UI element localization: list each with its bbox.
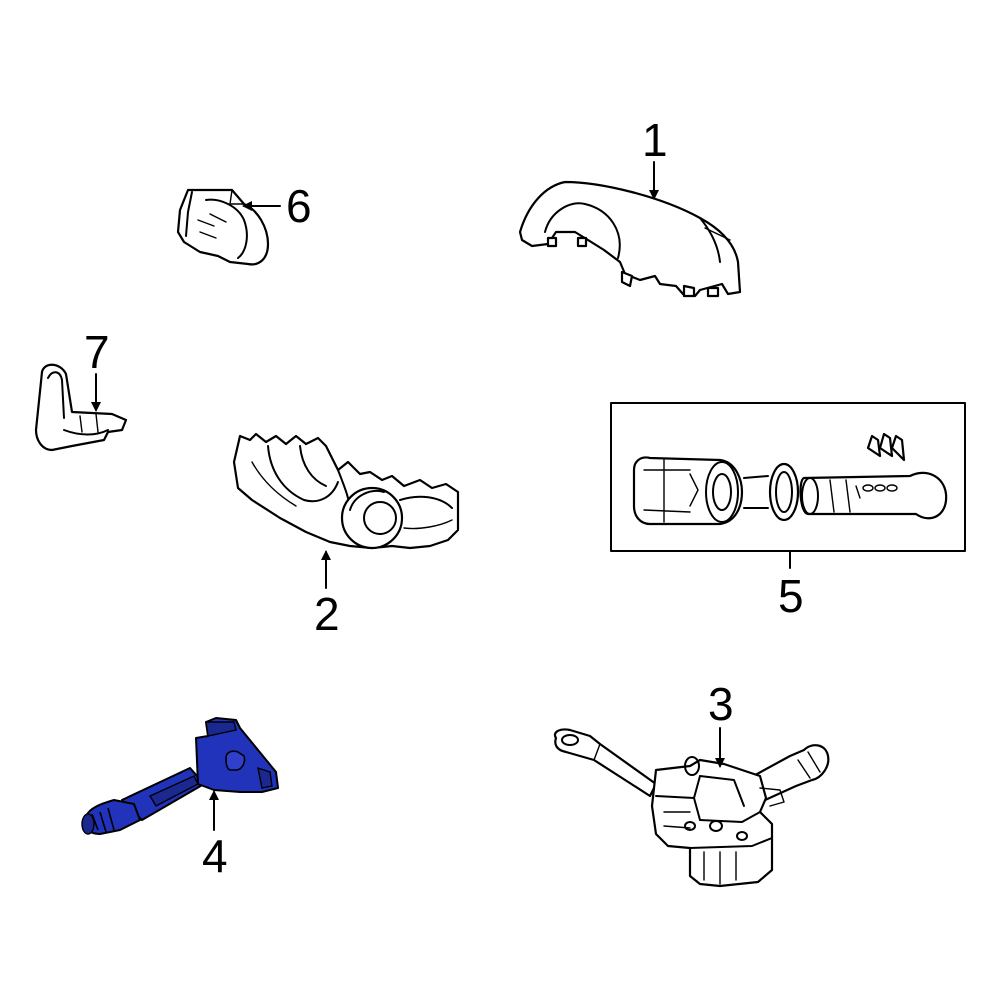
callout-2: 2 bbox=[314, 588, 340, 640]
part-3-combination-switch[interactable] bbox=[553, 728, 830, 888]
callout-3: 3 bbox=[708, 678, 734, 730]
callout-7: 7 bbox=[84, 326, 110, 378]
part-4-wiper-switch[interactable] bbox=[81, 717, 279, 835]
callout-1: 1 bbox=[642, 114, 668, 166]
part-6-connector[interactable] bbox=[176, 188, 270, 266]
part-1-upper-shroud[interactable] bbox=[518, 180, 742, 298]
kit-box bbox=[610, 402, 966, 552]
part-7-bulb-socket[interactable] bbox=[34, 363, 128, 452]
callout-6: 6 bbox=[286, 180, 312, 232]
callout-4: 4 bbox=[202, 830, 228, 882]
part-2-lower-shroud[interactable] bbox=[232, 432, 460, 550]
part-5-lock-cylinder-kit[interactable] bbox=[610, 402, 966, 552]
callout-5: 5 bbox=[778, 570, 804, 622]
